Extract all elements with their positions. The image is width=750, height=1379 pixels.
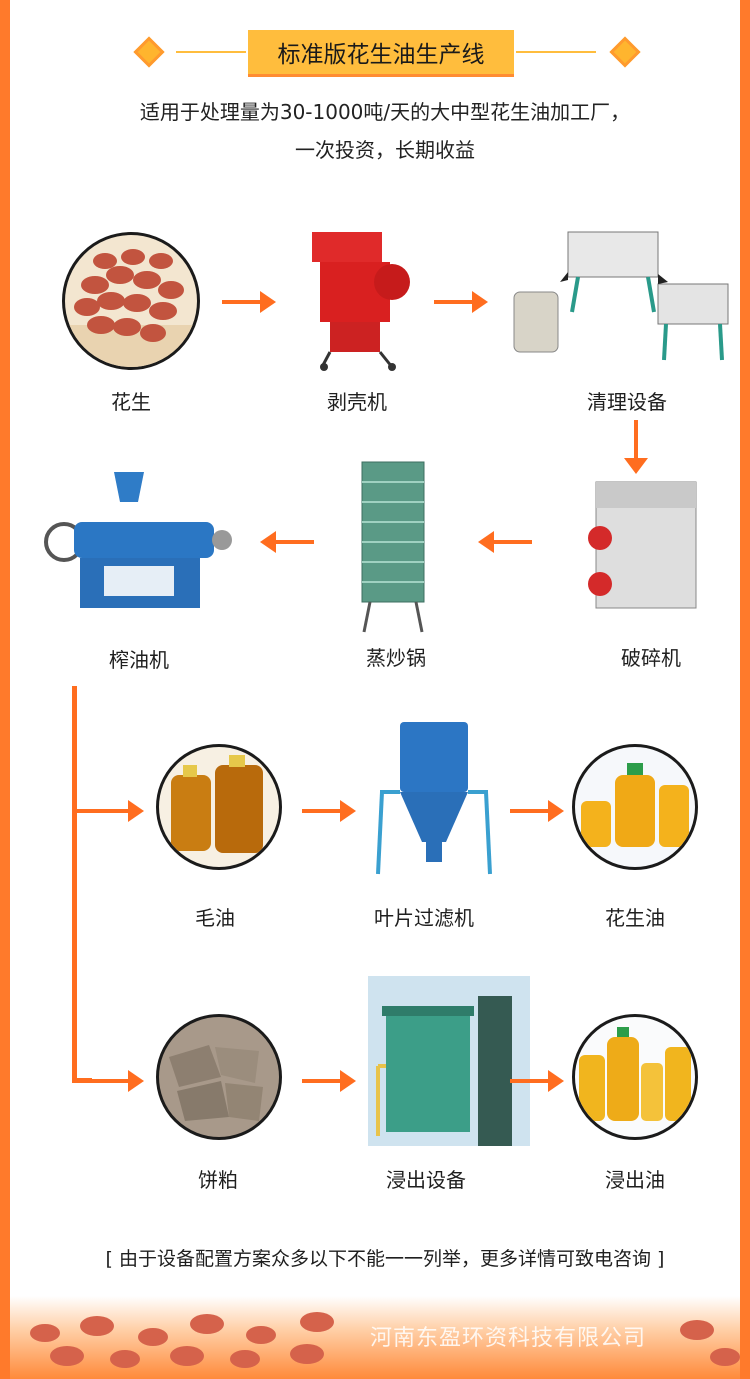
footer-peanut-banner — [10, 1296, 740, 1379]
arrow-right-icon — [510, 800, 564, 822]
label-peanut: 花生 — [111, 390, 151, 414]
label-sheller: 剥壳机 — [327, 390, 387, 414]
label-extracted-oil: 浸出油 — [605, 1168, 665, 1192]
steamer-image — [348, 456, 438, 636]
label-peanut-oil: 花生油 — [605, 906, 665, 930]
arrow-right-icon — [72, 800, 144, 822]
diamond-icon — [133, 36, 165, 68]
press-image — [44, 462, 244, 632]
crusher-image — [580, 476, 710, 616]
label-cleaning: 清理设备 — [587, 390, 667, 414]
bottom-note: [ 由于设备配置方案众多以下不能一一列举，更多详情可致电咨询 ] — [105, 1248, 665, 1270]
page-title: 标准版花生油生产线 — [248, 30, 514, 74]
diamond-icon — [609, 36, 641, 68]
label-steamer: 蒸炒锅 — [366, 646, 426, 670]
sheller-image — [302, 222, 422, 372]
label-press: 榨油机 — [109, 648, 169, 672]
cake-image — [156, 1014, 282, 1140]
arrow-right-icon — [72, 1070, 144, 1092]
label-extraction: 浸出设备 — [386, 1168, 466, 1192]
leaf-filter-image — [374, 712, 494, 880]
cleaning-equipment-image — [508, 222, 738, 372]
arrow-down-icon — [624, 420, 648, 474]
arrow-right-icon — [510, 1070, 564, 1092]
arrow-right-icon — [434, 291, 488, 313]
peanut-oil-image — [572, 744, 698, 870]
peanut-image — [62, 232, 200, 370]
arrow-right-icon — [222, 291, 276, 313]
label-leaf-filter: 叶片过滤机 — [374, 906, 474, 930]
title-line-left — [176, 51, 246, 53]
subtitle-line-2: 一次投资，长期收益 — [295, 138, 475, 162]
label-cake: 饼粕 — [198, 1168, 238, 1192]
extraction-equipment-image — [368, 976, 530, 1146]
extracted-oil-image — [572, 1014, 698, 1140]
label-crude-oil: 毛油 — [195, 906, 235, 930]
subtitle-line-1: 适用于处理量为30-1000吨/天的大中型花生油加工厂， — [139, 100, 631, 124]
crude-oil-image — [156, 744, 282, 870]
arrow-right-icon — [302, 1070, 356, 1092]
company-name: 河南东盈环资科技有限公司 — [370, 1326, 647, 1351]
arrow-left-icon — [478, 531, 532, 553]
title-line-right — [516, 51, 596, 53]
arrow-left-icon — [260, 531, 314, 553]
label-crusher: 破碎机 — [621, 646, 681, 670]
branch-line — [72, 686, 77, 1082]
arrow-right-icon — [302, 800, 356, 822]
